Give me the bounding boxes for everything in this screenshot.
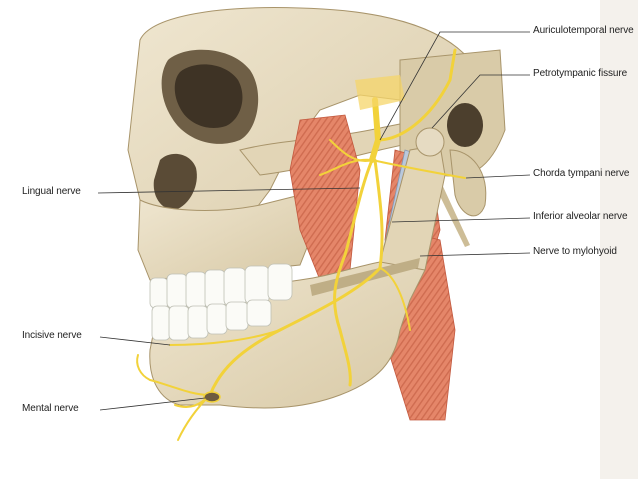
leader-chorda	[465, 174, 531, 179]
label-mental: Mental nerve	[22, 403, 79, 414]
leader-lingual	[97, 187, 361, 194]
nasal-cavity	[153, 153, 197, 210]
nerves	[136, 48, 466, 441]
fissure-highlight	[355, 75, 405, 110]
leader-mylohyoid	[419, 252, 531, 257]
page-edge	[600, 0, 638, 479]
label-mylohyoid: Nerve to mylohyoid	[533, 246, 617, 257]
orbit-inner	[174, 64, 243, 128]
mandibular-condyle	[415, 127, 445, 157]
label-petrotympanic: Petrotympanic fissure	[533, 68, 628, 79]
leader-auriculotemporal	[379, 31, 530, 141]
leader-lines	[97, 31, 531, 411]
mandibular-ramus	[379, 144, 446, 271]
label-inferior-alveolar: Inferior alveolar nerve	[533, 211, 628, 222]
maxilla	[137, 194, 311, 281]
label-auriculotemporal: Auriculotemporal nerve	[533, 25, 634, 36]
mastoid-process	[449, 149, 487, 217]
label-lingual: Lingual nerve	[22, 186, 81, 197]
leader-inferior-alveolar	[391, 217, 531, 223]
teeth	[149, 263, 293, 341]
styloid-process	[434, 180, 470, 247]
leader-petrotympanic	[431, 74, 530, 129]
label-incisive: Incisive nerve	[22, 330, 82, 341]
label-chorda: Chorda tympani nerve	[533, 168, 630, 179]
mental-foramen	[203, 391, 221, 403]
external-acoustic-meatus	[447, 103, 483, 147]
leader-mental	[99, 397, 206, 411]
mandibular-canal	[310, 258, 420, 296]
leader-incisive	[99, 336, 171, 346]
